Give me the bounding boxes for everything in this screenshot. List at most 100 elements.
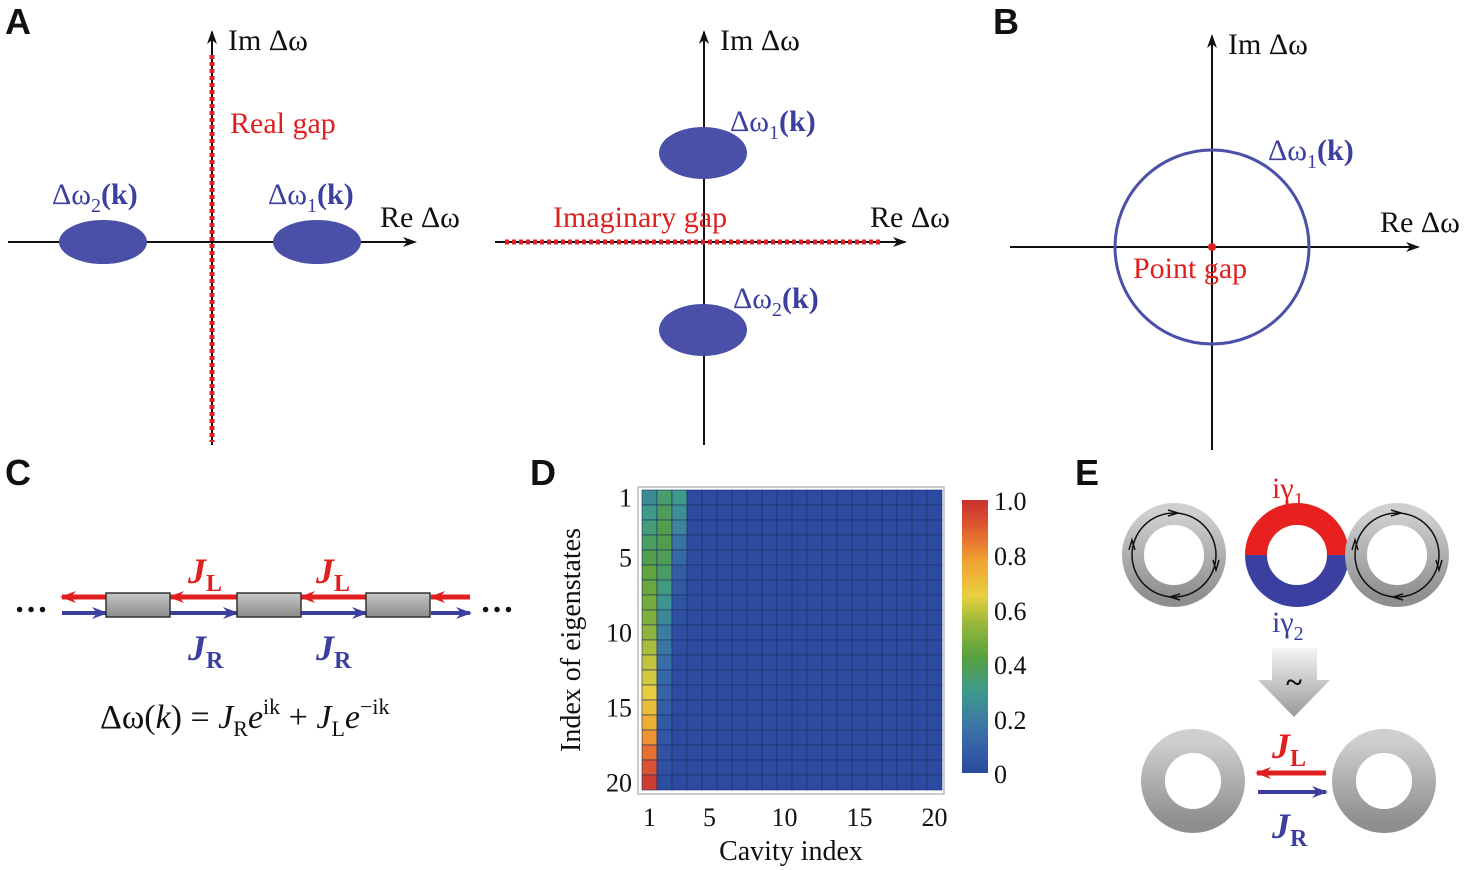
heatmap-cell	[866, 564, 883, 581]
heatmap-cell	[911, 504, 928, 521]
heatmap-cell	[806, 699, 823, 716]
heatmap-cell	[881, 714, 898, 731]
heatmap-cell	[926, 564, 943, 581]
panel-a: A Im Δω Re Δω Real gap Δω2(k) Δω1(k) Im …	[5, 1, 950, 445]
heatmap-cell	[806, 684, 823, 701]
heatmap-cell	[656, 699, 673, 716]
y-tick-label: 20	[606, 769, 632, 798]
heatmap-cell	[671, 489, 688, 506]
heatmap-cell	[911, 489, 928, 506]
heatmap-cell	[686, 744, 703, 761]
heatmap-cell	[791, 669, 808, 686]
heatmap-cell	[731, 624, 748, 641]
heatmap-cell	[701, 564, 718, 581]
panel-b: B Im Δω Re Δω Point gap Δω1(k)	[993, 1, 1460, 450]
heatmap-cell	[671, 774, 688, 791]
heatmap-cell	[881, 669, 898, 686]
heatmap-cell	[896, 744, 913, 761]
heatmap-cell	[686, 564, 703, 581]
heatmap-cell	[641, 669, 658, 686]
heatmap-cell	[836, 564, 853, 581]
heatmap-cell	[851, 639, 868, 656]
heatmap-cell	[896, 774, 913, 791]
heatmap-cell	[881, 609, 898, 626]
heatmap-cell	[716, 714, 733, 731]
heatmap-cell	[701, 489, 718, 506]
heatmap-cell	[851, 549, 868, 566]
heatmap-cell	[806, 759, 823, 776]
heatmap-cell	[686, 624, 703, 641]
heatmap-cell	[821, 729, 838, 746]
heatmap-cell	[911, 684, 928, 701]
heatmap-cell	[701, 699, 718, 716]
heatmap-cell	[821, 534, 838, 551]
cw-arrow-icon	[1167, 593, 1181, 601]
heatmap-cell	[926, 729, 943, 746]
heatmap-cell	[776, 504, 793, 521]
heatmap-cell	[716, 549, 733, 566]
heatmap-cell	[761, 564, 778, 581]
passive-ring	[1345, 503, 1449, 607]
heatmap-cell	[791, 684, 808, 701]
heatmap-cell	[896, 669, 913, 686]
heatmap-cell	[851, 714, 868, 731]
cavity-box	[105, 592, 171, 618]
heatmap-cell	[836, 609, 853, 626]
heatmap-cell	[761, 489, 778, 506]
heatmap-cell	[746, 579, 763, 596]
heatmap-cell	[761, 519, 778, 536]
heatmap-cell	[641, 759, 658, 776]
heatmap-cell	[791, 519, 808, 536]
heatmap-cell	[731, 669, 748, 686]
heatmap-cell	[746, 534, 763, 551]
heatmap-cell	[821, 594, 838, 611]
colorbar-tick: 0.2	[994, 706, 1027, 735]
heatmap-cell	[716, 639, 733, 656]
heatmap-cell	[761, 609, 778, 626]
cw-arrow-icon	[1167, 509, 1181, 517]
heatmap-cell	[851, 699, 868, 716]
heatmap-cell	[791, 774, 808, 791]
heatmap-cell	[761, 744, 778, 761]
real-gap-label: Real gap	[230, 107, 336, 140]
heatmap-cell	[671, 519, 688, 536]
heatmap-cell	[821, 519, 838, 536]
heatmap-cell	[791, 594, 808, 611]
heatmap-cell	[761, 534, 778, 551]
heatmap-cell	[791, 534, 808, 551]
heatmap-cell	[866, 699, 883, 716]
effective-ring-left	[1141, 729, 1245, 833]
heatmap-cell	[911, 624, 928, 641]
heatmap-cell	[776, 564, 793, 581]
panel-a-left-plot: Im Δω Re Δω Real gap Δω2(k) Δω1(k)	[8, 24, 460, 445]
heatmap-cell	[866, 594, 883, 611]
heatmap-cell	[671, 639, 688, 656]
heatmap-cell	[791, 489, 808, 506]
heatmap-cell	[881, 759, 898, 776]
heatmap-cell	[716, 669, 733, 686]
heatmap-cell	[881, 729, 898, 746]
heatmap-cell	[701, 684, 718, 701]
heatmap-cell	[686, 489, 703, 506]
heatmap-cell	[821, 624, 838, 641]
jr-label: JR	[315, 628, 352, 674]
heatmap-cell	[926, 759, 943, 776]
panel-letter-c: C	[5, 452, 31, 493]
heatmap-cell	[641, 699, 658, 716]
heatmap-cell	[656, 549, 673, 566]
heatmap-cell	[911, 744, 928, 761]
heatmap-cell	[776, 594, 793, 611]
heatmap-cell	[776, 744, 793, 761]
heatmap-cell	[851, 744, 868, 761]
heatmap-cell	[806, 534, 823, 551]
heatmap-cell	[641, 519, 658, 536]
heatmap-cell	[671, 609, 688, 626]
heatmap-cell	[761, 759, 778, 776]
heatmap-cell	[776, 759, 793, 776]
heatmap-cell	[806, 774, 823, 791]
heatmap-cell	[761, 699, 778, 716]
heatmap-cell	[866, 759, 883, 776]
heatmap-cell	[836, 774, 853, 791]
heatmap-cell	[746, 489, 763, 506]
heatmap-cell	[866, 774, 883, 791]
